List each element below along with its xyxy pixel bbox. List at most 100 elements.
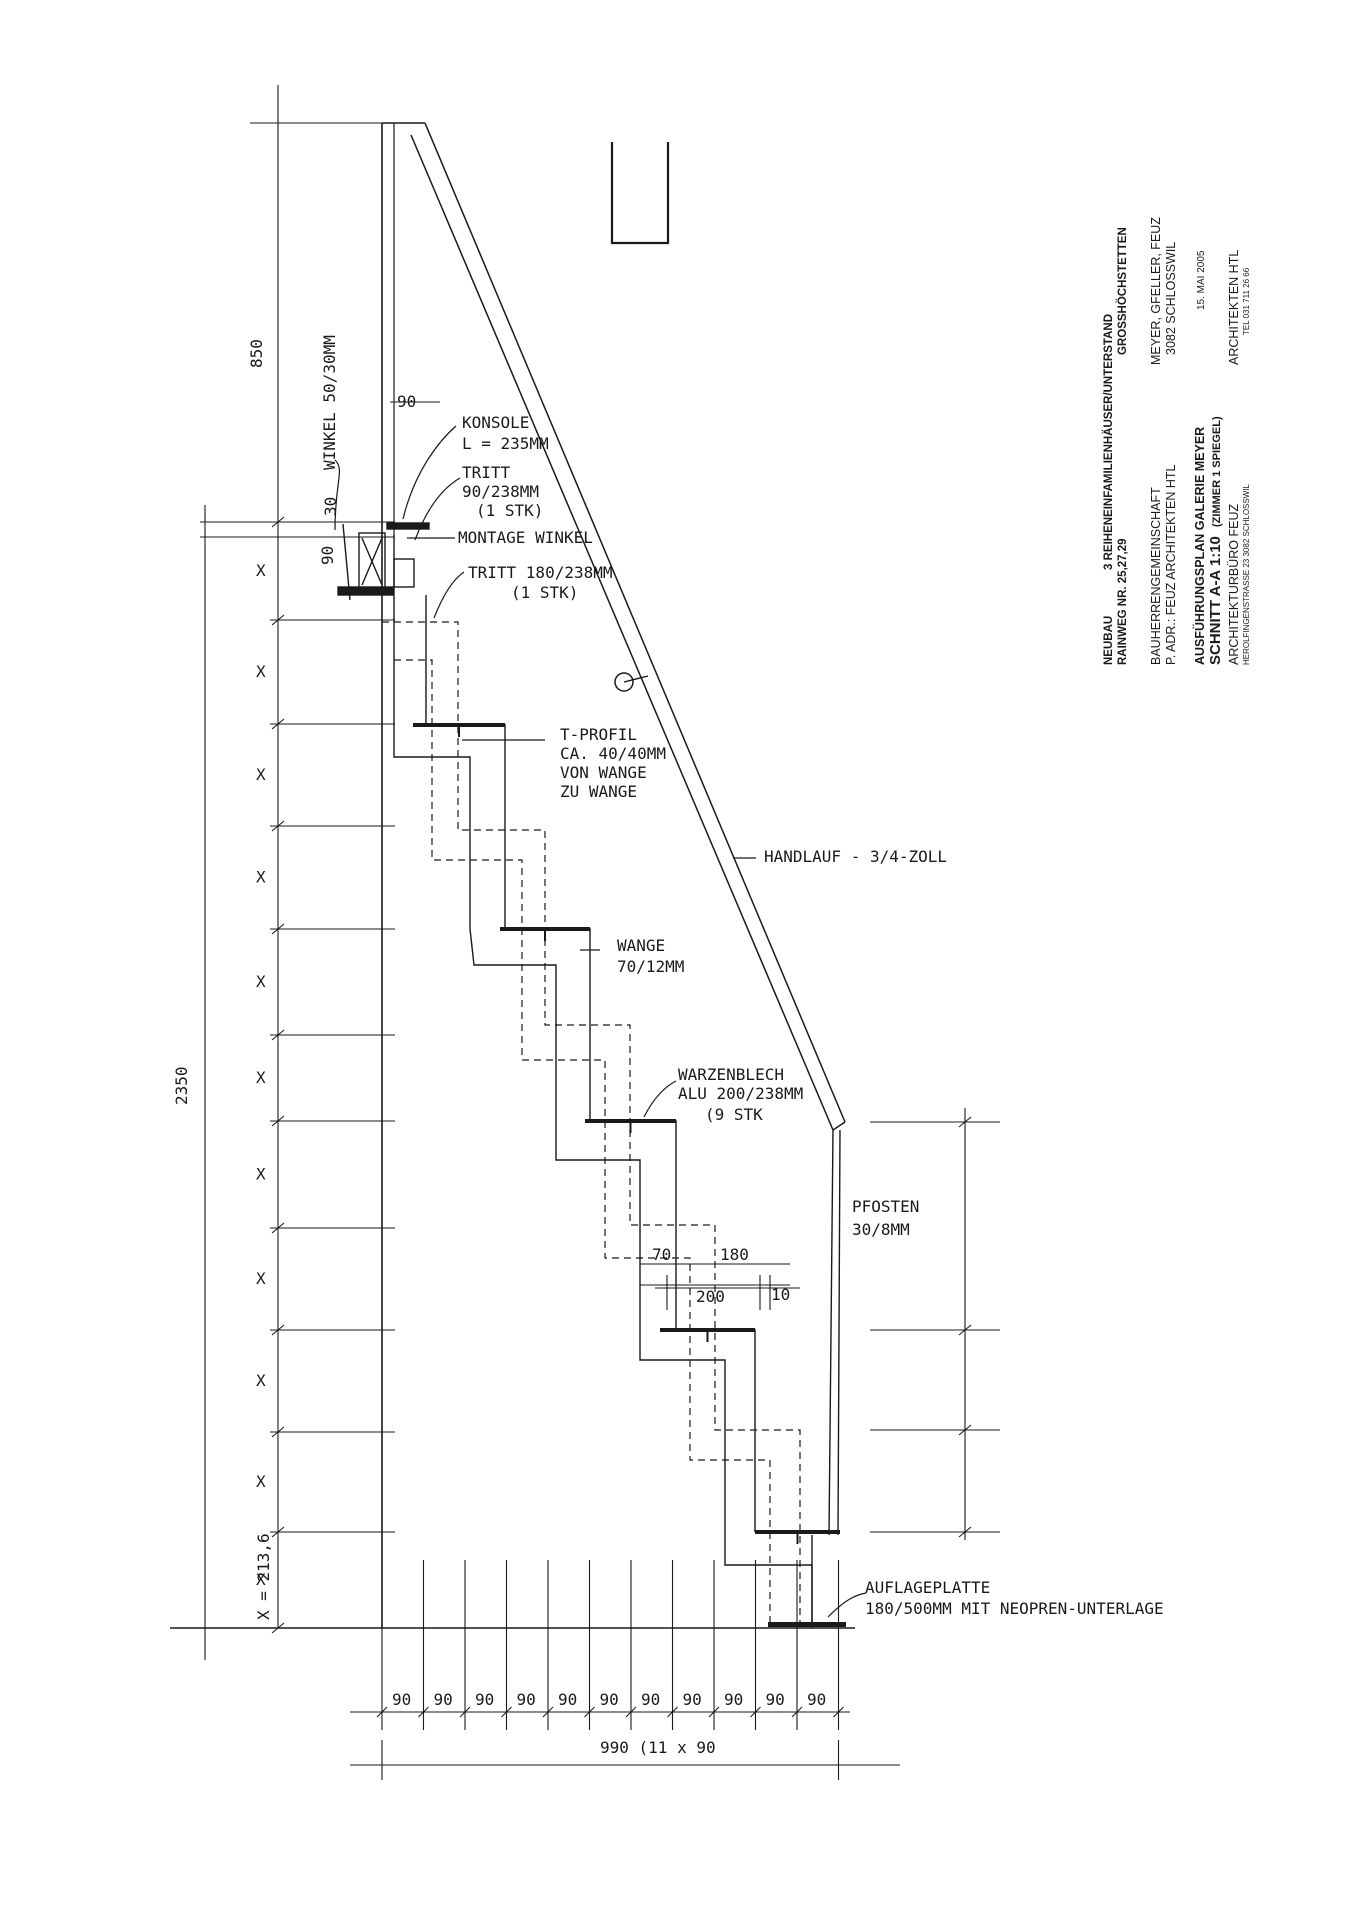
handrail [410, 122, 846, 1131]
dim-level-tick-3 [271, 820, 285, 832]
tb-neubau: NEUBAU [1103, 616, 1115, 665]
tb-office-title: ARCHITEKTEN HTL [1227, 250, 1241, 365]
label-winkel: WINKEL 50/30MM [320, 335, 339, 470]
dim-850: 850 [247, 339, 266, 368]
post-dim-tick-1 [958, 1324, 972, 1336]
post-dim-tick-0 [958, 1116, 972, 1128]
dim-70: 70 [652, 1245, 671, 1264]
going-tick-0 [376, 1706, 388, 1718]
tb-office-phone: TEL 031 711 26 66 [1242, 267, 1251, 335]
tb-client-names: MEYER, GFELLER, FEUZ [1149, 217, 1163, 365]
going-label-4: 90 [517, 1690, 536, 1709]
window-sketch [610, 142, 670, 245]
tb-client-address-place: 3082 SCHLOSSWIL [1164, 242, 1178, 355]
label-tritt2-1: TRITT 180/238MM [468, 563, 613, 582]
annotation-leaders [334, 425, 867, 1618]
label-tprofil-4: ZU WANGE [560, 782, 637, 801]
dim-level-tick-10 [271, 1526, 285, 1538]
tb-section: SCHNITT A-A 1:10 [1207, 536, 1224, 665]
tb-client-address-label: P. ADR.: FEUZ ARCHITEKTEN HTL [1164, 464, 1178, 665]
label-handlauf: HANDLAUF - 3/4-ZOLL [764, 847, 947, 866]
dim-level-tick-1 [271, 614, 285, 626]
label-tritt1-1: TRITT [462, 463, 511, 482]
tb-date: 15. MAI 2005 [1196, 250, 1207, 310]
dim-level-tick-2 [271, 718, 285, 730]
going-label-1: 90 [392, 1690, 411, 1709]
title-block: NEUBAU 3 REIHENEINFAMILIENHÄUSER/UNTERST… [1102, 217, 1251, 665]
dim-level-tick-7 [271, 1222, 285, 1234]
label-pfosten-2: 30/8MM [852, 1220, 910, 1239]
dim-level-tick-5 [271, 1029, 285, 1041]
dim-total-going: 990 (11 x 90 [600, 1738, 716, 1757]
dim-riser-x-6: X [256, 1068, 266, 1087]
left-dimension-chain [200, 85, 440, 1660]
going-label-9: 90 [724, 1690, 743, 1709]
tb-office: ARCHITEKTURBÜRO FEUZ [1227, 504, 1241, 665]
dim-riser-x-10: X [256, 1472, 266, 1491]
dim-30: 30 [321, 497, 340, 516]
pivot-circle [614, 672, 634, 692]
label-auflage-2: 180/500MM MIT NEOPREN-UNTERLAGE [865, 1599, 1164, 1618]
label-pfosten-1: PFOSTEN [852, 1197, 919, 1216]
hidden-line-2 [394, 659, 771, 1628]
dim-200: 200 [696, 1287, 725, 1306]
dim-riser-x-3: X [256, 765, 266, 784]
dim-level-tick-9 [271, 1426, 285, 1438]
stair-hidden-lines [382, 621, 801, 1628]
going-label-6: 90 [600, 1690, 619, 1709]
going-tick-3 [501, 1706, 512, 1718]
going-label-3: 90 [475, 1690, 494, 1709]
dim-10: 10 [771, 1285, 790, 1304]
label-tprofil-1: T-PROFIL [560, 725, 637, 744]
treads [413, 723, 840, 1544]
going-tick-4 [542, 1706, 554, 1718]
tb-place: GROSSHÖCHSTETTEN [1116, 227, 1129, 355]
dim-90-vertical: 90 [318, 546, 337, 565]
pivot-arm [623, 675, 649, 683]
dim-riser-x-2: X [256, 662, 266, 681]
dim-180: 180 [720, 1245, 749, 1264]
going-label-5: 90 [558, 1690, 577, 1709]
going-label-11: 90 [807, 1690, 826, 1709]
dim-level-tick-6 [271, 1115, 285, 1127]
going-label-2: 90 [434, 1690, 453, 1709]
dim-x-value: X = 213,6 [254, 1533, 273, 1620]
base-plate [768, 1622, 846, 1627]
label-konsole-1: KONSOLE [462, 413, 529, 432]
label-tritt1-3: (1 STK) [476, 501, 543, 520]
dim-level-tick-4 [271, 923, 285, 935]
label-tprofil-3: VON WANGE [560, 763, 647, 782]
going-tick-11 [833, 1706, 844, 1718]
label-tprofil-2: CA. 40/40MM [560, 744, 666, 763]
label-tritt1-2: 90/238MM [462, 482, 539, 501]
stringer-outline [393, 535, 813, 1628]
going-label-10: 90 [766, 1690, 785, 1709]
label-wange-1: WANGE [617, 936, 665, 955]
step-dim-lines [640, 1263, 800, 1310]
tb-plan-title: AUSFÜHRUNGSPLAN GALERIE MEYER [1192, 427, 1207, 665]
going-tick-9 [750, 1706, 761, 1718]
going-tick-5 [584, 1706, 595, 1718]
going-tick-6 [625, 1706, 637, 1718]
label-wange-2: 70/12MM [617, 957, 684, 976]
post [811, 1129, 841, 1628]
dim-riser-x-5: X [256, 972, 266, 991]
tb-address: RAINWEG NR. 25,27,29 [1117, 538, 1129, 665]
going-tick-10 [791, 1706, 803, 1718]
dim-riser-x-1: X [256, 561, 266, 580]
label-tritt2-2: (1 STK) [511, 583, 578, 602]
label-montage: MONTAGE WINKEL [458, 528, 593, 547]
dim-level-tick-0 [271, 516, 285, 528]
tb-section-note: (ZIMMER 1 SPIEGEL) [1211, 416, 1223, 527]
label-warzen-3: (9 STK [705, 1105, 763, 1124]
going-label-7: 90 [641, 1690, 660, 1709]
dim-riser-x-11: X [256, 1570, 266, 1589]
post-dim-tick-2 [958, 1424, 972, 1436]
dim-riser-x-9: X [256, 1371, 266, 1390]
dim-level-tick-11 [271, 1622, 285, 1634]
tb-project: 3 REIHENEINFAMILIENHÄUSER/UNTERSTAND [1102, 314, 1115, 570]
konsole-bracket [337, 522, 430, 601]
label-warzen-2: ALU 200/238MM [678, 1084, 803, 1103]
